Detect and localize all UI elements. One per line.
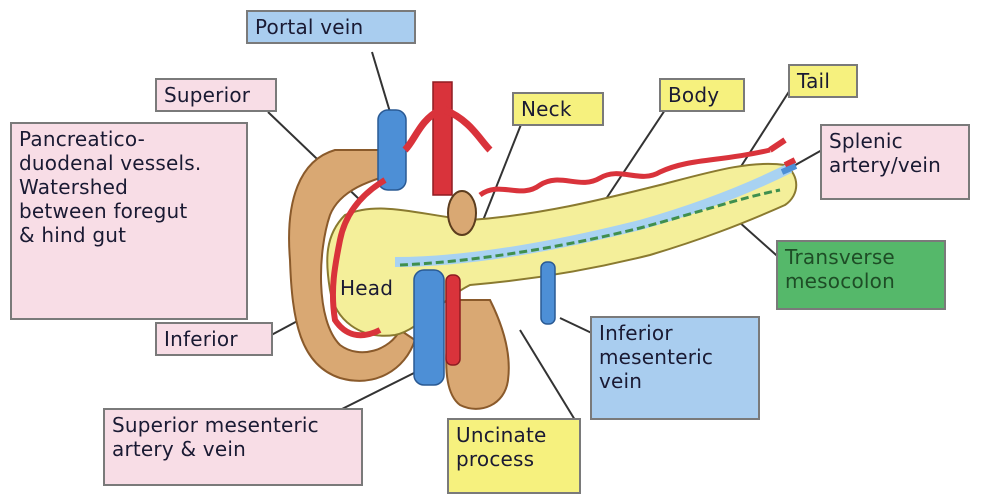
superior-mesenteric-label: Superior mesenteric artery & vein [103, 408, 363, 486]
neck-label: Neck [512, 92, 604, 126]
leader-portal-vein [372, 52, 390, 112]
neck-cut-end [448, 191, 476, 235]
leader-neck [480, 122, 522, 228]
inferior-mesenteric-vein-shape [541, 262, 555, 324]
uncinate-label: Uncinate process [447, 418, 581, 494]
portal-vein-shape [378, 110, 406, 190]
portal-vein-label: Portal vein [246, 10, 416, 44]
pancreaticoduodenal-label: Pancreatico- duodenal vessels. Watershed… [10, 122, 248, 320]
transverse-mesocolon-label: Transverse mesocolon [776, 240, 946, 310]
superior-label: Superior [155, 78, 277, 112]
inferior-mesenteric-vein-label: Inferior mesenteric vein [590, 316, 760, 420]
splenic-label: Splenic artery/vein [820, 124, 970, 200]
superior-mesenteric-artery [446, 275, 460, 365]
head-label: Head [340, 276, 393, 300]
superior-mesenteric-vein [414, 270, 444, 385]
splenic-vessel-ends [770, 140, 795, 165]
inferior-label: Inferior [155, 322, 273, 356]
aorta-shape [433, 82, 452, 195]
tail-label: Tail [788, 64, 858, 98]
leader-uncinate [520, 330, 575, 420]
body-label: Body [659, 78, 745, 112]
